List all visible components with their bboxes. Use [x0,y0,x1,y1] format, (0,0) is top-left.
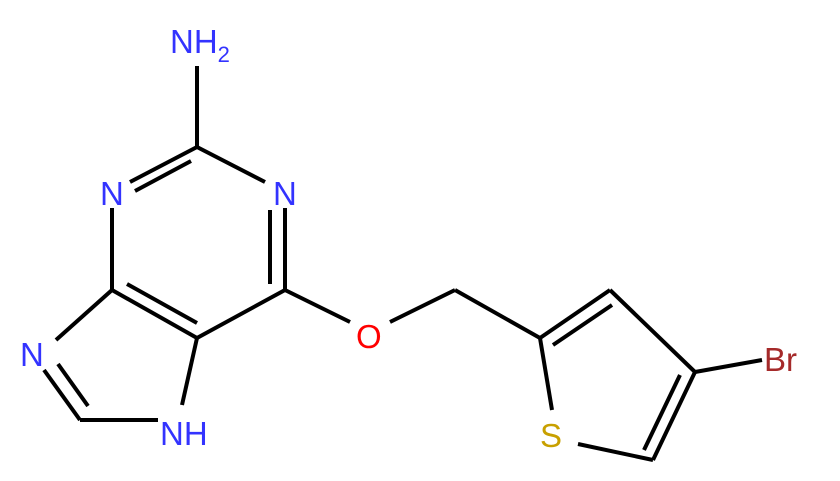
bond-c4t-br [694,358,763,374]
atom-n-imidazole: N [20,336,44,373]
bond-c4-n9 [54,288,114,342]
bond-s-c2t [538,337,554,411]
atom-n-pyrimidine-left: N [100,175,124,212]
atom-nh2-subscript: 2 [218,42,230,67]
bond-c4-c5 [111,288,198,340]
bond-c4t-c5t-inner [642,374,682,451]
bond-c6-o [284,288,351,324]
atom-bromine: Br [764,341,797,378]
bond-c3t-c4t [608,288,697,374]
bond-c2-n3 [129,145,198,184]
bond-c2t-c3t [538,288,612,340]
bond-n9-c8-inner [56,362,90,408]
bond-c4t-c5t [651,371,697,461]
bond-c2t-c3t-inner [551,303,614,347]
atom-oxygen: O [356,318,382,355]
bond-o-ch2 [389,288,456,324]
atom-nh2-label: NH [170,23,218,60]
bond-c5t-s [577,442,654,462]
bond-c2-n1 [196,145,266,184]
atom-labels: NH2 N N N NH O S Br [20,23,797,454]
atom-sulfur: S [540,417,562,454]
bond-n9-c8 [42,368,82,422]
bonds [42,66,763,462]
atom-n-pyrimidine-right: N [273,175,297,212]
atom-nh-imidazole: NH [160,415,208,452]
bond-c5-c6 [196,288,286,340]
bond-c4-c5-inner [126,282,198,325]
bond-c2-n3-inner [134,159,192,193]
atom-nh2: NH2 [170,23,230,67]
bond-ch2-c2t [454,288,541,340]
bond-n7-c5 [180,337,199,406]
